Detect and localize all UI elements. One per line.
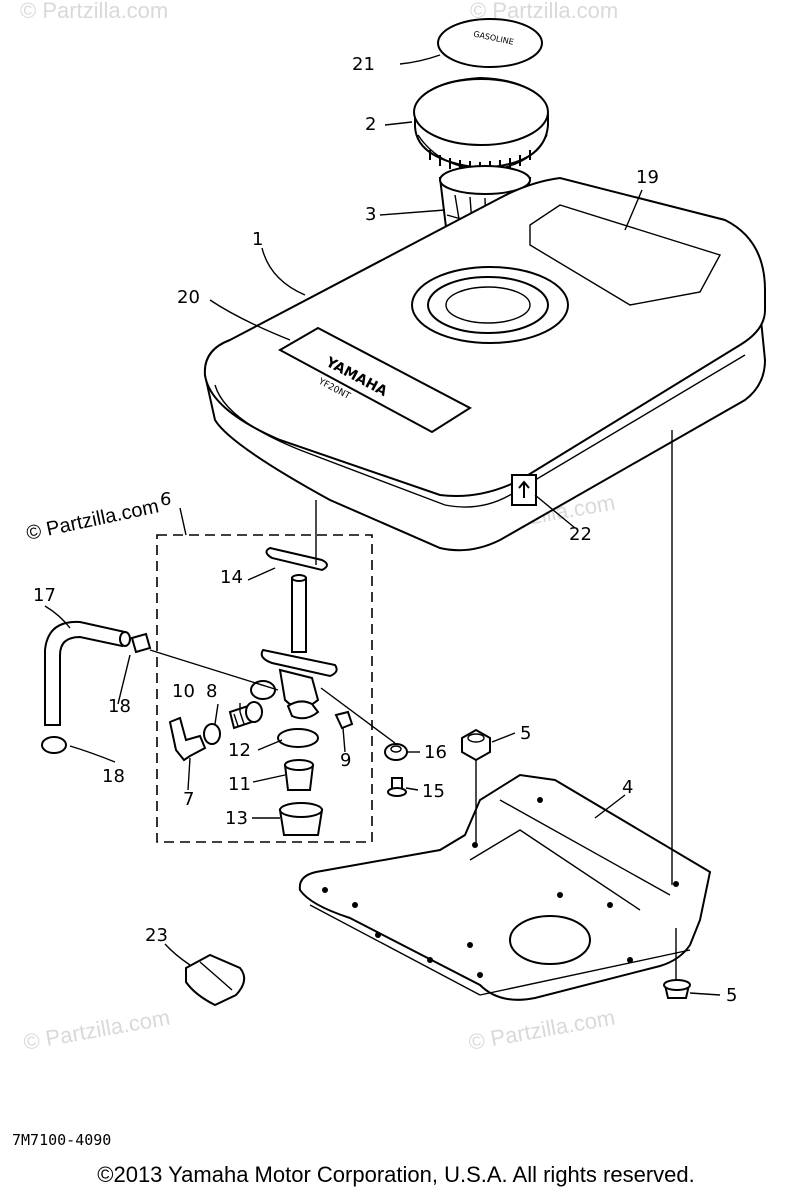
callout-2: 2 [365, 114, 376, 135]
callout-15: 15 [422, 781, 445, 802]
part-6-fuel-cock [250, 574, 338, 720]
part-14-gasket [265, 546, 328, 572]
part-13-bowl [278, 802, 324, 836]
part-8-spring [228, 701, 263, 730]
part-1-fuel-tank: YAMAHA YF20NT [203, 176, 767, 552]
callout-16: 16 [424, 742, 447, 763]
part-4-mounting-plate [298, 773, 712, 1001]
part-11-filter [283, 759, 315, 791]
watermark-main: © Partzilla.com [24, 495, 160, 545]
callout-17: 17 [33, 585, 56, 606]
part-23-cushion [185, 953, 246, 1007]
part-15-bolt [387, 777, 407, 797]
callout-20: 20 [177, 287, 200, 308]
part-9-screw [334, 710, 354, 730]
callout-21: 21 [352, 54, 375, 75]
part-21-label-disc: GASOLINE [437, 18, 543, 68]
part-2-fuel-cap [413, 76, 549, 172]
part-6-assembly-box [156, 534, 373, 843]
copyright-notice: ©2013 Yamaha Motor Corporation, U.S.A. A… [97, 1162, 695, 1187]
watermark: © Partzilla.com [467, 1005, 617, 1055]
callout-19: 19 [636, 167, 659, 188]
watermark: © Partzilla.com [22, 1005, 172, 1055]
watermark: © Partzilla.com [470, 0, 618, 23]
watermark: © Partzilla.com [20, 0, 168, 23]
callout-9: 9 [340, 750, 351, 771]
part-5-nut [461, 728, 491, 762]
callout-18-top: 18 [108, 696, 131, 717]
callout-14: 14 [220, 567, 243, 588]
callout-5-bottom: 5 [726, 985, 737, 1006]
callout-5-top: 5 [520, 723, 531, 744]
leader-lines [44, 54, 721, 996]
part-12-gasket [277, 728, 319, 748]
callout-23: 23 [145, 925, 168, 946]
part-16-grommet [384, 743, 408, 761]
callout-4: 4 [622, 777, 633, 798]
callout-7: 7 [183, 789, 194, 810]
callout-6: 6 [160, 489, 171, 510]
part-5-grommet [663, 979, 691, 999]
callout-12: 12 [228, 740, 251, 761]
callout-1: 1 [252, 229, 263, 250]
part-18-clip [41, 736, 67, 754]
callout-18-bottom: 18 [102, 766, 125, 787]
callout-11: 11 [228, 774, 251, 795]
callout-13: 13 [225, 808, 248, 829]
diagram-code: 7M7100-4090 [12, 1131, 111, 1149]
callout-10: 10 [172, 681, 195, 702]
part-7-lever [168, 716, 207, 762]
callout-3: 3 [365, 204, 376, 225]
part-18-clip [130, 632, 152, 654]
part-10-o-ring [203, 723, 221, 745]
part-17-fuel-hose [44, 620, 131, 726]
callout-22: 22 [569, 524, 592, 545]
callout-8: 8 [206, 681, 217, 702]
